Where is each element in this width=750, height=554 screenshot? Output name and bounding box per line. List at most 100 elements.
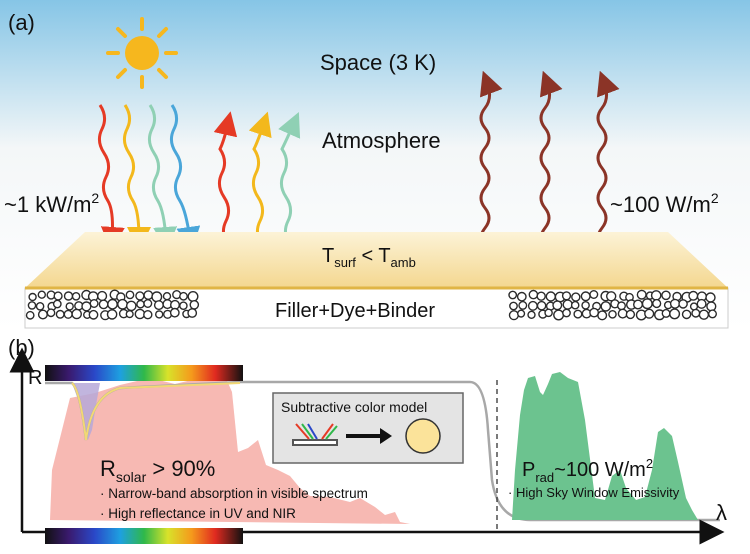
filler-particle	[509, 301, 518, 311]
filler-particle	[134, 308, 146, 320]
filler-particle	[650, 290, 662, 301]
filler-particle	[65, 302, 74, 311]
filler-particle	[516, 309, 526, 318]
filler-particle	[708, 309, 718, 319]
thermal-flux-label: ~100 W/m2	[610, 190, 719, 217]
filler-particle	[573, 309, 583, 319]
filler-particle	[71, 291, 81, 301]
filler-particle	[37, 309, 48, 320]
thermal-ray-3	[596, 70, 620, 249]
perceived-color-circle	[405, 418, 441, 454]
filler-particle	[135, 291, 145, 301]
filler-particle	[516, 291, 527, 302]
incoming-ray-blue	[169, 104, 201, 251]
visible-spectrum-bar-top	[45, 365, 243, 381]
incident-light-icon	[292, 423, 338, 446]
filler-particle	[106, 309, 118, 320]
incoming-ray-red	[97, 104, 125, 251]
filler-particle	[597, 310, 608, 321]
solar-bullet-1: · Narrow-band absorption in visible spec…	[100, 486, 368, 501]
filler-particle	[617, 308, 628, 319]
filler-particle	[136, 299, 145, 309]
filler-particle	[169, 307, 180, 318]
filler-particle	[187, 308, 198, 318]
filler-particle	[527, 310, 536, 319]
filler-particle	[527, 300, 538, 311]
reflected-ray-green	[278, 112, 301, 246]
subtractive-color-inset: Subtractive color model	[272, 392, 464, 464]
filler-particle	[28, 292, 37, 302]
filler-particle	[98, 299, 109, 310]
filler-particle	[600, 301, 612, 312]
filler-particle	[652, 298, 662, 309]
filler-particle	[571, 292, 581, 302]
x-axis-label: λ	[716, 500, 727, 525]
filler-particle	[661, 308, 671, 318]
filler-particle	[88, 309, 99, 320]
filler-particle	[81, 301, 92, 312]
filler-particle	[691, 308, 701, 318]
filler-particle	[617, 301, 627, 311]
thermal-ray-1	[479, 70, 503, 249]
filler-particle	[625, 309, 636, 320]
absorption-curve-highlight	[71, 382, 241, 441]
filler-particle	[562, 308, 571, 318]
filler-particle	[151, 291, 163, 303]
radiative-power-label: Prad~100 W/m2	[522, 456, 653, 485]
filler-particle	[608, 309, 617, 319]
panel-a-label: (a)	[8, 10, 35, 35]
filler-particle	[63, 291, 74, 301]
filler-particle	[545, 291, 556, 302]
filler-particle	[154, 310, 164, 319]
filler-particle	[681, 309, 692, 320]
atmosphere-label: Atmosphere	[322, 128, 441, 153]
filler-particle	[125, 310, 134, 319]
filler-particle	[46, 308, 56, 318]
filler-particle	[528, 289, 539, 300]
filler-particle	[96, 290, 108, 302]
filler-particle	[125, 290, 135, 300]
filler-particle	[570, 300, 580, 310]
filler-particle	[53, 291, 63, 301]
filler-particle	[25, 310, 35, 320]
filler-particle	[153, 300, 164, 311]
filler-particle	[678, 299, 688, 309]
filler-particle	[52, 299, 62, 309]
filler-particle	[107, 298, 118, 310]
y-axis-label: R	[28, 367, 42, 389]
reflected-solar-rays	[213, 111, 301, 246]
atmospheric-window-emission	[512, 372, 698, 520]
filler-particle	[589, 290, 599, 300]
filler-particle	[536, 291, 546, 301]
thermal-ray-2	[539, 70, 563, 249]
filler-particle	[552, 300, 563, 311]
filler-particle	[644, 308, 655, 319]
panel-b-label: (b)	[8, 335, 35, 360]
filler-particle	[187, 291, 199, 303]
filler-particle	[89, 299, 99, 309]
filler-particle	[633, 299, 644, 310]
visible-spectrum-bar-bottom	[45, 528, 243, 544]
sun-icon	[106, 17, 178, 89]
solar-flux-label: ~1 kW/m2	[4, 190, 99, 217]
filler-particle	[37, 290, 46, 299]
filler-particle	[698, 309, 710, 320]
filler-particle	[143, 310, 153, 320]
space-label: Space (3 K)	[320, 50, 436, 75]
filler-particle	[696, 298, 707, 309]
filler-particle	[143, 299, 153, 309]
filler-particle	[179, 301, 188, 311]
filler-particle	[55, 309, 65, 319]
filler-particle	[27, 301, 37, 310]
filler-particle	[35, 301, 45, 311]
filler-particle	[705, 292, 716, 303]
incoming-ray-yellow	[122, 104, 151, 251]
solar-spectrum-area	[50, 376, 410, 524]
solar-reflectance-label: Rsolar > 90%	[100, 456, 215, 485]
filler-particle	[518, 300, 528, 310]
coating-surface	[25, 232, 728, 288]
filler-particle	[580, 291, 591, 302]
filler-particle	[117, 298, 128, 310]
